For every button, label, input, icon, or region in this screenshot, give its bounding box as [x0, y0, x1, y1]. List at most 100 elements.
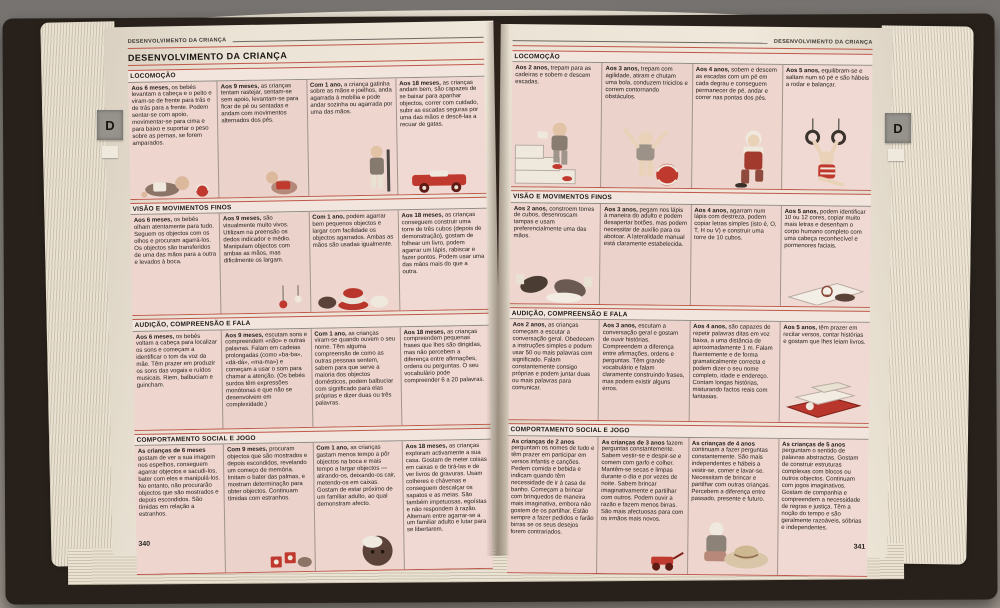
tab-letter: D: [105, 117, 115, 133]
table-cell: Aos 6 meses, os bebés voltam a cabeça pa…: [132, 329, 223, 430]
table-cell: Aos 3 anos, trepam com agilidade, atiram…: [600, 63, 692, 188]
cell-lead: Com 1 ano,: [309, 81, 343, 89]
section-audicao-left: AUDIÇÃO, COMPREENSÃO E FALA Aos 6 meses,…: [132, 312, 491, 431]
cell-body: são capazes de repetir palavras ditas em…: [692, 324, 773, 400]
cell-body: pegam nos lápis à maneira do adulto e po…: [603, 206, 688, 249]
cell-lead: Aos 6 meses,: [131, 84, 170, 92]
cell-body: procuram objectos que são mostrados e de…: [227, 446, 308, 503]
table-cell: As crianças de 2 anos perguntam os nomes…: [507, 435, 598, 573]
cell-lead: Aos 9 meses,: [220, 83, 260, 90]
cell-body: gostam de ver a sua imagem nos espelhos,…: [137, 454, 221, 518]
section-locomocao-right: LOCOMOÇÃO Aos 2 anos, trepam para as cad…: [511, 49, 873, 191]
cell-lead: Aos 6 meses,: [135, 333, 175, 341]
tab-letter: D: [893, 120, 903, 136]
story-books-illustration: [785, 381, 862, 418]
cell-lead: As crianças de 2 anos: [511, 438, 575, 446]
table-cell: Com 1 ano, as crianças gastam menos temp…: [312, 441, 404, 571]
cell-lead: Aos 9 meses,: [225, 332, 264, 339]
cell-lead: Aos 9 meses,: [222, 215, 262, 223]
table-row: As crianças de 6 meses gostam de ver a s…: [134, 438, 493, 575]
gloved-hands-illustration: [516, 273, 593, 303]
page-notch-left: [102, 146, 118, 158]
table-row: As crianças de 2 anos perguntam os nomes…: [507, 434, 869, 577]
cell-lead: Aos 4 anos,: [695, 67, 730, 74]
page-number-right: 341: [853, 543, 866, 551]
left-page: DESENVOLVIMENTO DA CRIANÇA DESENVOLVIMEN…: [103, 20, 503, 575]
cell-lead: Aos 4 anos,: [694, 207, 729, 214]
cell-body: perguntam os nomes de tudo e têm prazer …: [510, 445, 595, 536]
cell-body: podem identificar 10 ou 12 cores, copiar…: [784, 208, 866, 250]
cell-lead: Aos 18 meses,: [399, 80, 441, 87]
stairs-toddler-illustration: [514, 122, 576, 185]
table-cell: Aos 18 meses, as crianças conseguem cons…: [397, 208, 489, 311]
crawling-baby-illustration: [141, 175, 210, 198]
cell-lead: Aos 3 anos,: [602, 323, 637, 330]
table-row: Aos 2 anos, trepam para as cadeiras e so…: [511, 61, 873, 191]
table-cell: Com 1 ano, podem agarrar bem pequenos ob…: [308, 210, 400, 312]
running-head-text: DESENVOLVIMENTO DA CRIANÇA: [127, 37, 227, 46]
page-number-left: 340: [138, 540, 151, 548]
cell-lead: Aos 2 anos,: [515, 65, 550, 72]
hanging-mobile-illustration: [278, 285, 302, 309]
cell-body: os bebés levantam a cabeça e o peito e v…: [131, 84, 212, 148]
table-cell: As crianças de 4 anos continuam a fazer …: [686, 437, 779, 575]
table-cell: Aos 18 meses, as crianças andam bem, são…: [395, 76, 487, 194]
cell-body: fazem perguntas constantemente. Sabem ve…: [600, 440, 684, 523]
section-audicao-right: AUDIÇÃO, COMPREENSÃO E FALA Aos 2 anos, …: [508, 306, 870, 424]
cell-body: são visualmente muito vivos. Utilizam na…: [223, 215, 291, 265]
section-locomocao-left: LOCOMOÇÃO Aos 6 meses, os bebés levantam…: [128, 63, 487, 200]
running-head-text: DESENVOLVIMENTO DA CRIANÇA: [773, 38, 873, 46]
cell-lead: Aos 2 anos,: [513, 205, 548, 212]
cell-lead: As crianças de 3 anos: [601, 439, 665, 447]
thumb-index-tab-left: D: [97, 110, 123, 140]
cell-body: os bebés olham atentamente para tudo. Se…: [133, 216, 217, 266]
cell-lead: Aos 5 anos,: [786, 67, 820, 75]
table-cell: As crianças de 5 anos perguntam o sentid…: [776, 438, 869, 576]
cell-lead: As crianças de 5 anos: [782, 441, 846, 449]
table-cell: Aos 2 anos, constroem torres de cubos, d…: [509, 202, 601, 304]
cell-lead: Aos 18 meses,: [403, 329, 446, 336]
cell-body: as crianças andam bem, são capazes de se…: [399, 79, 479, 129]
section-visao-right: VISÃO E MOVIMENTOS FINOS Aos 2 anos, con…: [509, 190, 872, 308]
cell-body: as crianças viram-se quando ouvem o seu …: [314, 330, 396, 407]
table-row: Aos 2 anos, as crianças começam a escuta…: [508, 318, 870, 424]
table-cell: Aos 9 meses, são visualmente muito vivos…: [218, 211, 310, 314]
cell-body: as crianças começam a escutar a conversa…: [511, 322, 595, 391]
cell-lead: Aos 5 anos,: [783, 324, 818, 332]
cell-lead: Aos 3 anos,: [605, 66, 640, 73]
section-visao-left: VISÃO E MOVIMENTOS FINOS Aos 6 meses, os…: [130, 196, 489, 316]
cell-lead: Com 1 ano,: [312, 214, 345, 221]
table-cell: Aos 3 anos, pegam nos lápis à maneira do…: [599, 203, 691, 305]
cell-lead: Com 9 meses,: [227, 446, 268, 454]
cell-lead: Aos 18 meses,: [401, 212, 444, 220]
ball-toddler-illustration: [623, 128, 679, 186]
table-cell: Aos 5 anos, têm prazer em recitar versos…: [778, 321, 870, 423]
table-cell: Aos 2 anos, as crianças começam a escuta…: [508, 319, 599, 421]
cell-lead: Aos 6 meses,: [133, 217, 173, 224]
table-cell: Aos 3 anos, escutam a conversação geral …: [597, 320, 690, 421]
cell-body: as crianças compreendem pequenas frases …: [403, 328, 485, 385]
cell-body: as crianças exploram activamente a sua c…: [405, 442, 487, 534]
page-notch-right: [888, 149, 904, 161]
table-cell: Aos 4 anos, sobem e descem as escadas co…: [690, 63, 783, 189]
cell-lead: As crianças de 6 meses: [137, 447, 206, 455]
baby-portrait-illustration: [362, 535, 393, 566]
toy-wagon-illustration: [411, 169, 466, 193]
table-cell: Com 1 ano, as crianças viram-se quando o…: [310, 326, 402, 427]
table-row: Aos 6 meses, os bebés voltam a cabeça pa…: [132, 324, 491, 431]
cell-body: as crianças conseguem construir uma torr…: [401, 211, 485, 275]
table-cell: Com 9 meses, procuram objectos que são m…: [222, 442, 315, 573]
table-cell: Aos 2 anos, trepam para as cadeiras e so…: [511, 62, 602, 188]
table-cell: Aos 9 meses, escutam sons e compreendem …: [220, 328, 312, 428]
overalls-child-illustration: [734, 130, 764, 188]
kneeling-baby-illustration: [265, 171, 297, 194]
cell-body: os bebés voltam a cabeça para localizar …: [135, 333, 218, 390]
thumb-index-tab-right: D: [885, 113, 911, 143]
stacking-rings-illustration: [317, 288, 388, 311]
table-cell: Aos 6 meses, os bebés levantam a cabeça …: [128, 80, 219, 199]
table-cell: As crianças de 3 anos fazem perguntas co…: [596, 436, 688, 574]
hanging-rings-child-illustration: [804, 118, 846, 187]
table-row: Aos 2 anos, constroem torres de cubos, d…: [509, 201, 871, 308]
table-cell: Aos 5 anos, podem identificar 10 ou 12 c…: [779, 205, 871, 307]
